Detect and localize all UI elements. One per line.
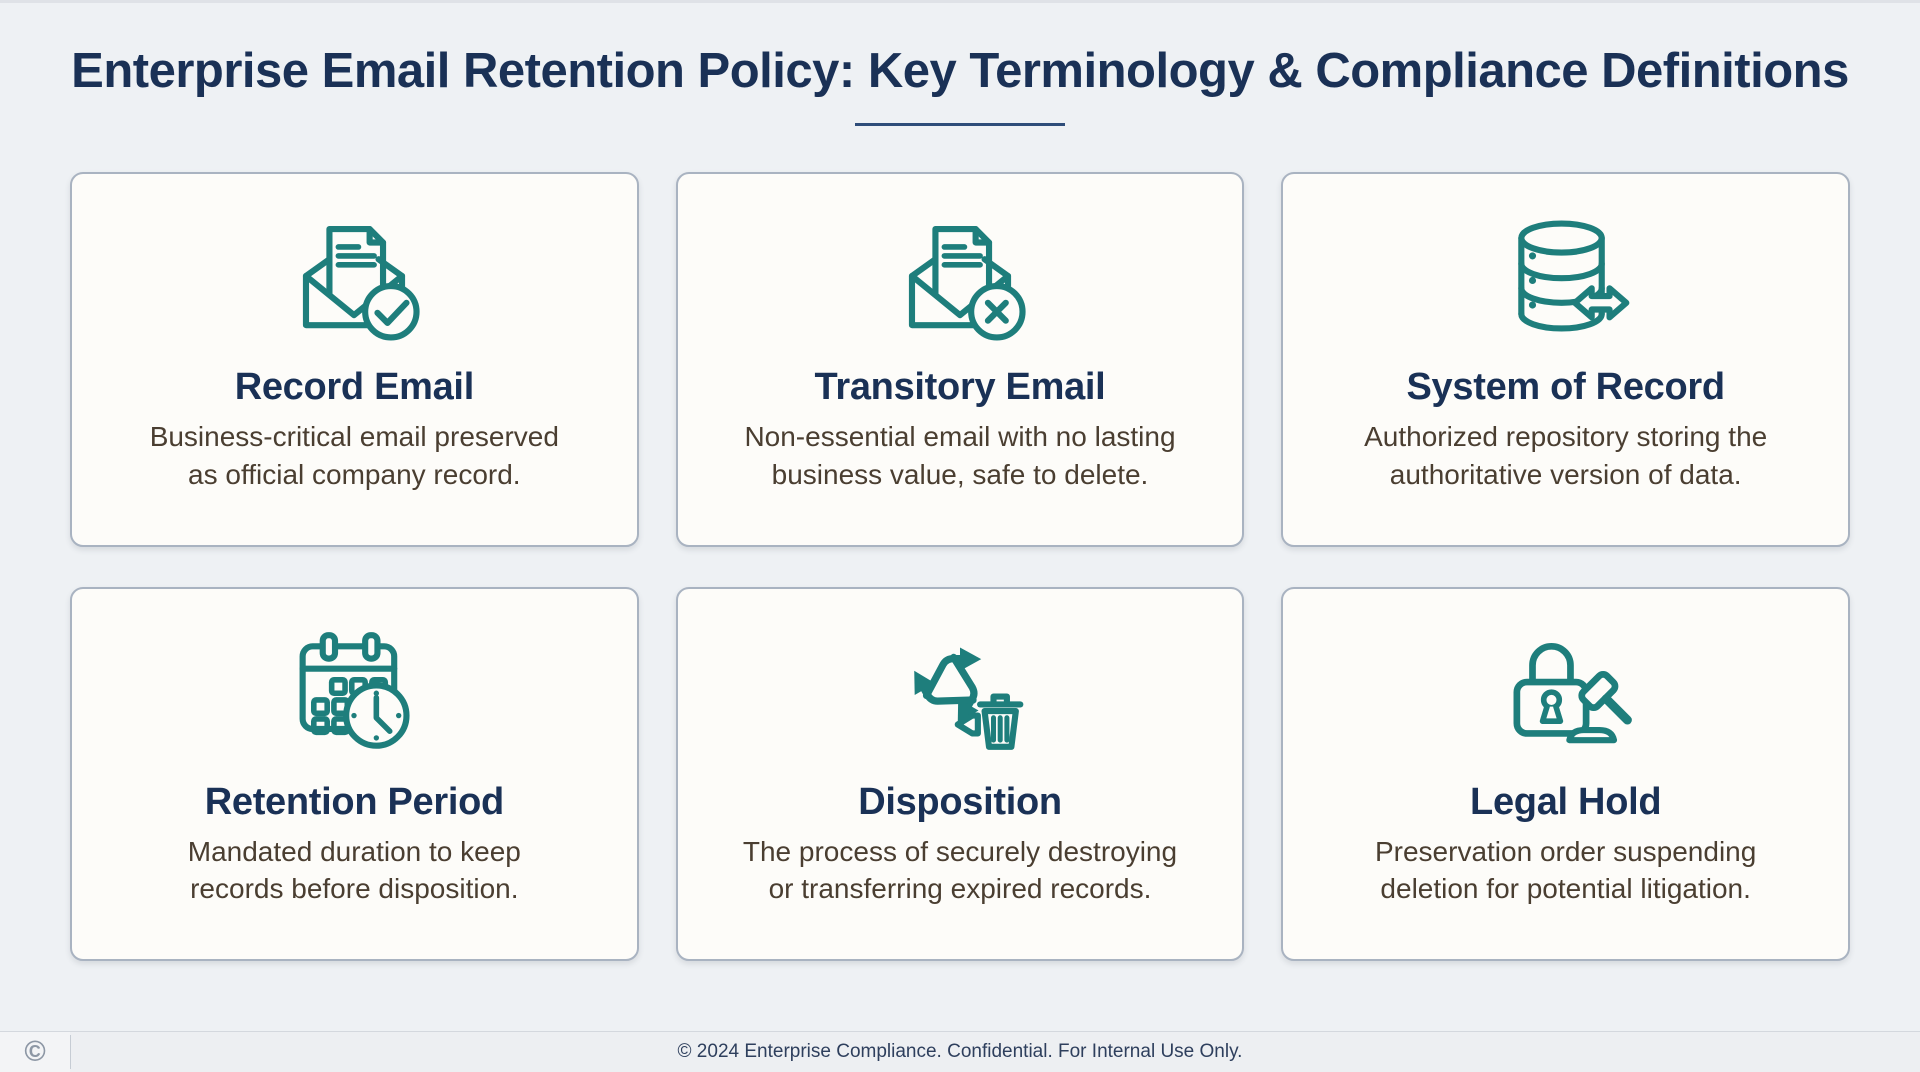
card-description-line: or transferring expired records. [768, 873, 1152, 905]
card-description: Authorized repository storing the author… [1364, 418, 1767, 493]
page-title: Enterprise Email Retention Policy: Key T… [71, 44, 1849, 98]
footer-text: © 2024 Enterprise Compliance. Confidenti… [677, 1041, 1243, 1062]
card-description: The process of securely destroying or tr… [743, 833, 1177, 908]
card-description-line: deletion for potential litigation. [1380, 873, 1751, 905]
card-disposition: Disposition The process of securely dest… [675, 586, 1245, 961]
card-description-line: The process of securely destroying [742, 835, 1178, 867]
card-legal-hold: Legal Hold Preservation order suspending… [1281, 586, 1850, 961]
card-description-line: Authorized repository storing the [1364, 421, 1768, 452]
card-title: Transitory Email [814, 366, 1106, 408]
compliance-logo-icon: © [24, 1035, 46, 1068]
card-description-line: Preservation order suspending [1374, 835, 1757, 867]
card-title: Legal Hold [1470, 780, 1662, 823]
transitory-email-icon [893, 206, 1027, 346]
top-edge-strip [0, 0, 1920, 3]
card-description: Mandated duration to keep records before… [188, 833, 521, 908]
title-underline [855, 123, 1065, 126]
card-record-email: Record Email Business-critical email pre… [70, 172, 639, 547]
card-description: Non-essential email with no lasting busi… [744, 418, 1175, 493]
card-description-line: business value, safe to delete. [771, 458, 1149, 490]
card-description-line: authoritative version of data. [1389, 458, 1742, 490]
card-description-line: records before disposition. [190, 873, 519, 905]
record-email-icon [287, 206, 421, 346]
card-description: Preservation order suspending deletion f… [1375, 833, 1756, 908]
card-description-line: Business-critical email preserved [149, 421, 559, 452]
card-description: Business-critical email preserved as off… [150, 418, 559, 493]
system-of-record-icon [1499, 206, 1633, 346]
header: Enterprise Email Retention Policy: Key T… [0, 3, 1920, 126]
card-system-of-record: System of Record Authorized repository s… [1281, 172, 1850, 547]
card-description-line: Non-essential email with no lasting [744, 421, 1176, 452]
footer: © © 2024 Enterprise Compliance. Confiden… [0, 1031, 1920, 1072]
card-title: Disposition [858, 780, 1062, 823]
footer-logo-box: © [0, 1032, 70, 1072]
footer-divider [70, 1035, 71, 1069]
card-description-line: as official company record. [188, 458, 521, 490]
retention-period-icon [287, 621, 421, 761]
card-retention-period: Retention Period Mandated duration to ke… [70, 586, 639, 961]
legal-hold-icon [1499, 621, 1633, 761]
card-title: System of Record [1406, 366, 1726, 408]
card-title: Retention Period [204, 780, 505, 823]
card-transitory-email: Transitory Email Non-essential email wit… [675, 172, 1245, 547]
definition-card-grid: Record Email Business-critical email pre… [70, 172, 1850, 961]
card-title: Record Email [234, 366, 475, 408]
disposition-icon [893, 621, 1027, 761]
card-description-line: Mandated duration to keep [187, 835, 521, 867]
